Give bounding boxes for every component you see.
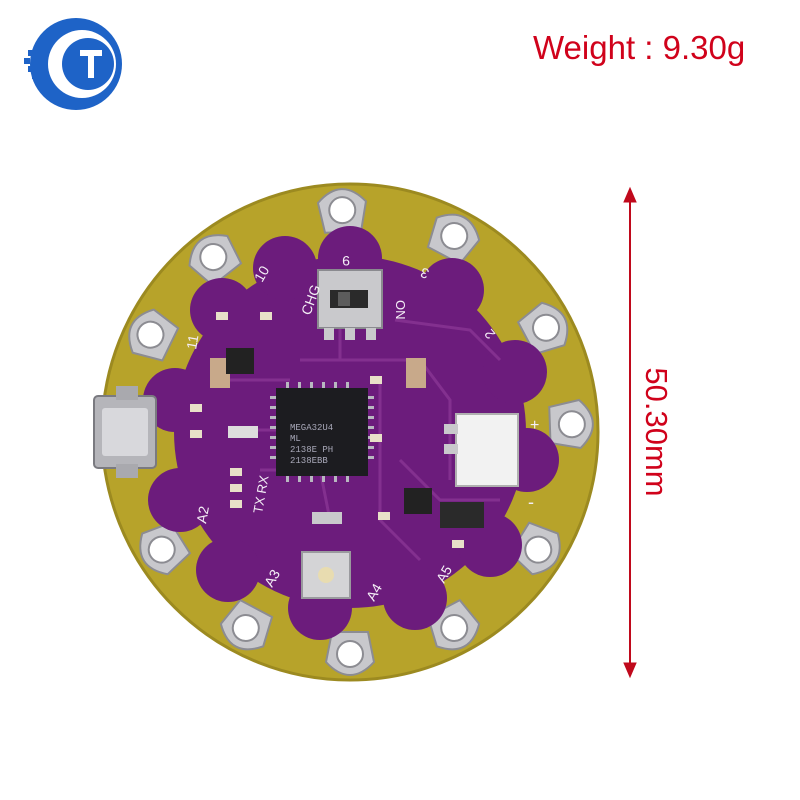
weight-label: Weight : 9.30g xyxy=(533,29,746,66)
pin-label-11: 11 xyxy=(183,333,201,350)
mcu-chip: MEGA32U4 ML 2138E PH 2138EBB xyxy=(270,382,374,482)
dimension-line xyxy=(623,186,637,679)
chip-text-3: 2138E PH xyxy=(290,445,333,455)
pin-label-10: 10 xyxy=(251,263,273,285)
chip-text-4: 2138EBB xyxy=(290,456,328,466)
store-logo-icon xyxy=(24,18,122,110)
txrx-label: TX RX xyxy=(250,474,271,515)
power-switch xyxy=(317,269,383,340)
pin-label-9: 9 xyxy=(342,253,350,269)
switch-label-on: ON xyxy=(393,300,408,320)
pin-label-a5: A5 xyxy=(433,562,456,585)
battery-connector xyxy=(444,413,519,487)
chip-text-1: MEGA32U4 xyxy=(290,423,333,433)
dimension-label: 50.30mm xyxy=(639,367,674,497)
reset-button xyxy=(301,551,351,599)
pin-label-minus: - xyxy=(528,492,534,512)
pin-label-a3: A3 xyxy=(261,566,284,589)
pin-pads xyxy=(128,188,594,676)
pin-label-a2: A2 xyxy=(193,505,212,525)
usb-connector xyxy=(93,386,157,478)
chip-text-2: ML xyxy=(290,434,301,444)
pin-label-a4: A4 xyxy=(363,580,386,603)
pin-label-plus: + xyxy=(530,417,539,434)
smd-components xyxy=(190,312,484,548)
